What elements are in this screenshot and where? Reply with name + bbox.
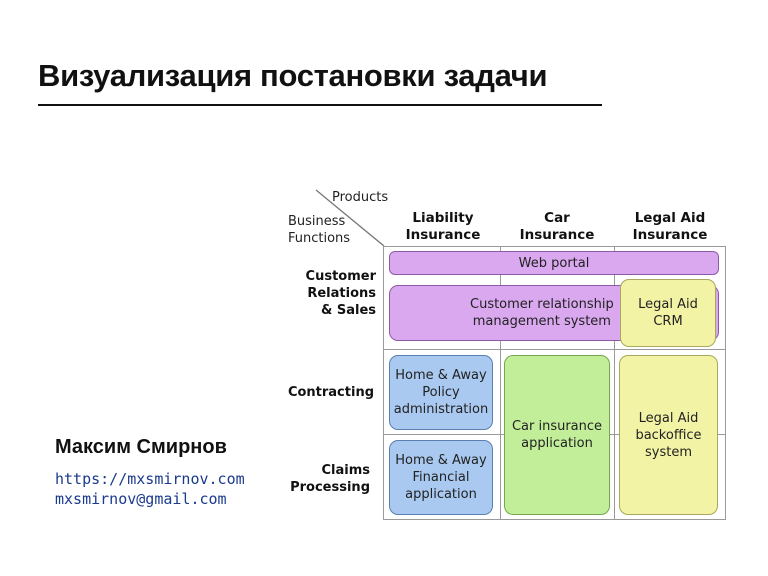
system-web-portal: Web portal <box>389 251 719 275</box>
axis-label-products: Products <box>332 190 389 205</box>
system-home-away-policy-admin: Home & Away Policy administration <box>389 355 493 430</box>
grid-line <box>725 246 726 520</box>
axis-corner-diagonal <box>315 189 385 247</box>
system-legal-aid-crm: Legal Aid CRM <box>620 279 716 347</box>
row-header-customer-relations: Customer Relations & Sales <box>305 269 376 318</box>
column-header-legal-aid: Legal Aid Insurance <box>632 210 708 243</box>
row-header-contracting: Contracting <box>287 385 374 400</box>
system-home-away-financial-application: Home & Away Financial application <box>389 440 493 515</box>
grid-line <box>383 349 726 350</box>
grid-line <box>383 246 726 247</box>
author-name: Максим Смирнов <box>55 436 227 458</box>
grid-line <box>383 246 384 520</box>
title-underline <box>38 104 602 106</box>
row-header-claims-processing: Claims Processing <box>290 463 370 495</box>
grid-line <box>500 246 501 520</box>
axis-label-business-functions: Business Functions <box>288 214 351 246</box>
column-header-liability: Liability Insurance <box>405 210 481 243</box>
column-header-car: Car Insurance <box>519 210 595 243</box>
grid-line <box>614 246 615 520</box>
author-email-link[interactable]: mxsmirnov@gmail.com <box>55 490 227 508</box>
author-website-link[interactable]: https://mxsmirnov.com <box>55 470 245 488</box>
grid-line <box>383 519 726 520</box>
slide-title: Визуализация постановки задачи <box>38 58 548 93</box>
system-car-insurance-application: Car insurance application <box>504 355 610 515</box>
system-legal-aid-backoffice: Legal Aid backoffice system <box>619 355 718 515</box>
capability-matrix-diagram: Products Business Functions Liability In… <box>282 184 732 524</box>
